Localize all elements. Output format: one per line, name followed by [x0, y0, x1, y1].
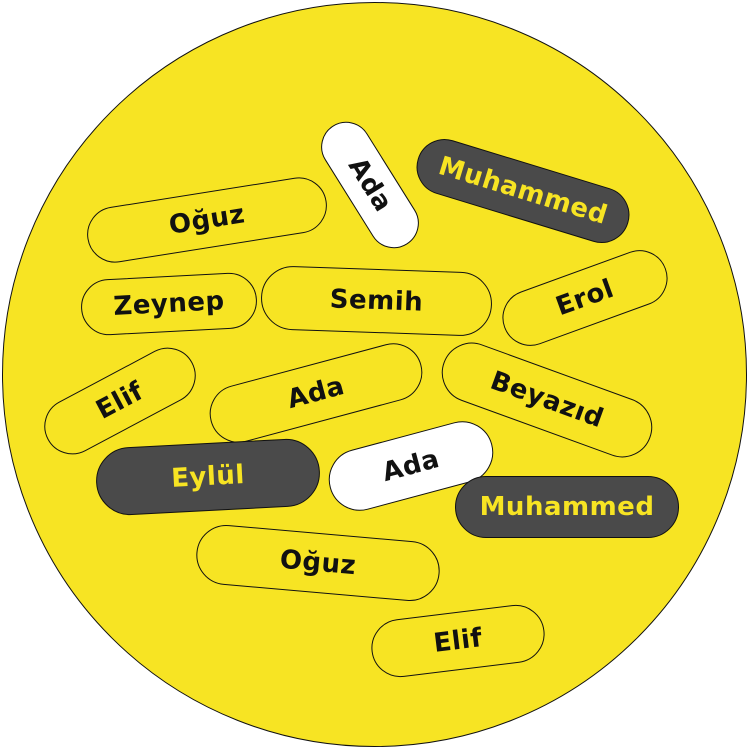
name-pill-muhammed-bottom: Muhammed: [455, 476, 679, 538]
name-pill-eylul: Eylül: [94, 437, 322, 517]
name-pill-semih: Semih: [259, 264, 494, 338]
name-pill-zeynep: Zeynep: [79, 271, 259, 337]
